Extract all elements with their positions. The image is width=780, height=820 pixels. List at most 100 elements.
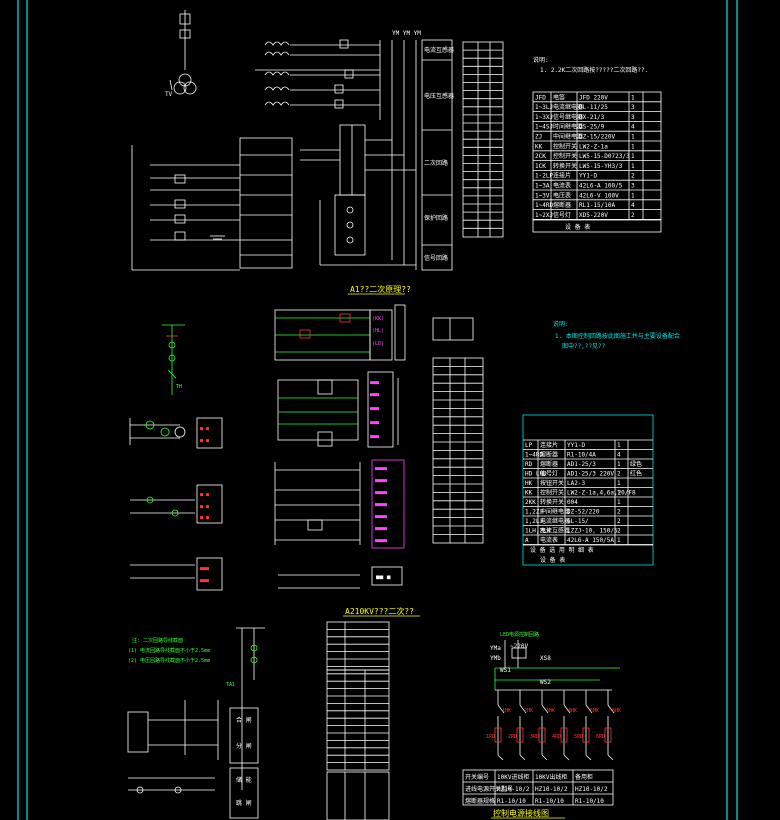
section2-title: A210KV???二次?? [345, 606, 414, 616]
table2-cell: A [525, 537, 529, 544]
table1-cell: LW5-15-YH3/3 [579, 163, 623, 170]
svg-text:TA1: TA1 [226, 682, 235, 688]
func-item: 保护回路 [424, 214, 448, 222]
svg-text:■■■: ■■■ [370, 380, 379, 386]
svg-text:■ ■: ■ ■ [200, 426, 209, 432]
table1-cell: 控制开关 [553, 152, 577, 160]
table1-cell: 3 [631, 104, 635, 111]
table2-cell: 熔断器 [540, 451, 558, 459]
table1-cell: 转换开关 [553, 162, 577, 170]
note2-body2: 图中??,??见?? [562, 342, 606, 350]
svg-text:■ ■: ■ ■ [200, 492, 209, 498]
table2-cell: 熔断器 [540, 460, 558, 468]
section2-primary-line: TH [162, 324, 185, 395]
table1-cell: 1CK [535, 163, 546, 170]
table1-cell: 3 [631, 114, 635, 121]
func-item: 二次回路 [424, 159, 448, 167]
table3-cell: 进线电源开关型号 [465, 785, 513, 793]
table2-cell: 2 [617, 471, 621, 478]
table3-cell: HZ10-10/2 [497, 786, 530, 793]
breaker-label: 3HK [546, 708, 555, 714]
cs-bus-b: YMb [490, 655, 501, 662]
table1-cell: JFD 220V [579, 94, 608, 101]
table3-cell: 10KV进线柜 [497, 773, 529, 781]
svg-text:■ ■: ■ ■ [200, 504, 209, 510]
section1-function-column: 电流互感器 电压互感器 二次回路 保护回路 信号回路 [421, 39, 454, 271]
table1-cell: JFD [535, 94, 546, 101]
table2-cell: 004 [567, 499, 578, 506]
note2-body: 1. 本图控制回路按此图施工并与主要设备配合 [555, 332, 680, 340]
svg-text:■ ■: ■ ■ [200, 438, 209, 444]
table2-cell: LA2-3 [567, 480, 585, 487]
table1-cell: DZ-15/220V [579, 134, 616, 141]
table2-cell: 电流表 [540, 536, 558, 544]
table2-cell: 红色 [630, 470, 642, 478]
table2-cell: 1~4RD [525, 452, 543, 459]
svg-text:■ ■: ■ ■ [200, 515, 209, 521]
table1-cell: 1~3LJ [535, 104, 553, 111]
table1-cell: LW5-15-D0723/3 [579, 153, 630, 160]
table2-cell: 4 [617, 452, 621, 459]
note2-head: 说明: [553, 320, 569, 328]
table1-cell: 信号继电器 [553, 113, 583, 121]
cs-ws2: WS2 [540, 679, 551, 686]
table2-cell: 信号灯 [540, 470, 558, 478]
table1-cell: 1~3V [535, 192, 550, 199]
table2-cell: 1 [617, 461, 621, 468]
table1-cell: 时间继电器 [553, 123, 583, 131]
table1-cell: 1~3A [535, 183, 550, 190]
section3-secondary: 合 闸 分 闸 储 能 跳 闸 [127, 700, 259, 819]
svg-text:■■■: ■■■ [200, 578, 209, 584]
table1-cell: 电笛 [553, 93, 565, 101]
table1-cell: RL1-15/10A [579, 202, 616, 209]
table2-cell: 1 [617, 480, 621, 487]
note3-line1: (1) 电流回路导线截面不小于2.5mm [128, 647, 210, 654]
table1-cell: 电流表 [553, 182, 571, 190]
table1-cell: 4 [631, 202, 635, 209]
table3-cell: HZ10-10/2 [535, 786, 568, 793]
table1-cell: 1 [631, 143, 635, 150]
func-item: 信号回路 [424, 254, 448, 262]
table2-cell: 1 [617, 499, 621, 506]
breaker-label: 5HK [590, 708, 599, 714]
table1-cell: 3 [631, 183, 635, 190]
table1-cell: 1 [631, 134, 635, 141]
table1-cell: DS-25/9 [579, 124, 605, 131]
table1-cell: YY1-D [579, 173, 597, 180]
table2-cell: 1LH,2LH [525, 528, 551, 535]
table2-cell: 控制开关 [540, 489, 564, 497]
fuse-label: 2RD [508, 734, 517, 740]
table1-cell: 信号灯 [553, 211, 571, 219]
table1-cell: 1 [631, 153, 635, 160]
ground-label: TH [176, 384, 182, 390]
svg-text:■■■■: ■■■■ [375, 526, 387, 532]
cs-bus-a: YMa [490, 645, 501, 652]
cs-ws1: WS1 [500, 667, 511, 674]
table1-cell: 1 [631, 192, 635, 199]
box1-a: 合 闸 [236, 716, 252, 724]
table1-cell: DX-21/3 [579, 114, 605, 121]
table2-cell: LZZJ-10, 150/5 [567, 528, 618, 535]
table2-cell: HD LHD [525, 471, 547, 478]
section1-ct-circuits: YM YM YM [255, 30, 421, 270]
table2-cell: 2 [617, 509, 621, 516]
table2-cell: 1 [617, 490, 621, 497]
table1-cell: 42L6-A 100/5 [579, 183, 623, 190]
section1-terminal-strip [462, 41, 504, 238]
table1-cell: 1~3XJ [535, 114, 553, 121]
table1-cell: 中间继电器 [553, 133, 583, 141]
table3-cell: HZ10-10/2 [575, 786, 608, 793]
breaker-label: 4HK [568, 708, 577, 714]
table2-cell: 连接片 [540, 441, 558, 449]
svg-text:■■■■: ■■■■ [375, 538, 387, 544]
table1-cell: 4 [631, 124, 635, 131]
svg-text:(LD): (LD) [372, 341, 384, 347]
table2-cell: 1 [617, 537, 621, 544]
table2-cell: 转换开关 [540, 498, 564, 506]
table2-cell: AD1-25/3 220V [567, 471, 614, 478]
cs-top-label: LED电源控制回路 [500, 631, 539, 638]
table1-cell: KK [535, 143, 543, 150]
svg-text:■■■: ■■■ [370, 406, 379, 412]
fuse-label: 3RD [530, 734, 539, 740]
